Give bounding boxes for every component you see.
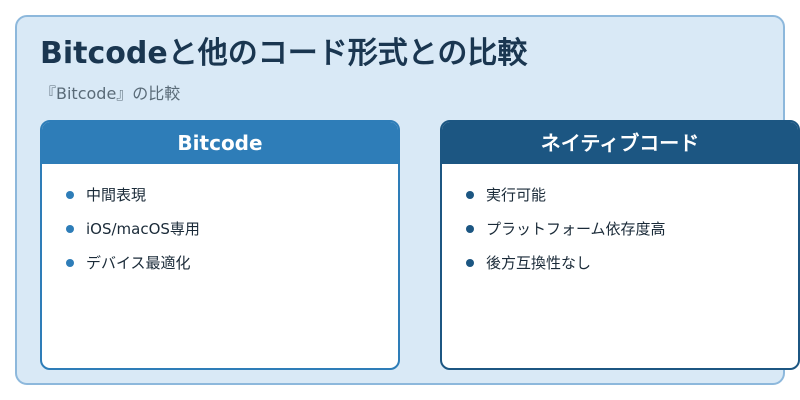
bitcode-feature-label: iOS/macOS専用 — [86, 220, 200, 238]
bitcode-feature-label: 中間表現 — [86, 186, 147, 204]
native-code-feature-list: 実行可能 プラットフォーム依存度高 後方互換性なし — [442, 164, 798, 286]
diagram-title: Bitcodeと他のコード形式との比較 — [40, 36, 528, 71]
bullet-dot-icon — [66, 191, 74, 199]
bitcode-card: Bitcode 中間表現 iOS/macOS専用 デバイス最適化 — [40, 120, 400, 370]
native-code-feature-item: 後方互換性なし — [442, 252, 798, 286]
native-code-feature-item: 実行可能 — [442, 184, 798, 218]
native-code-feature-label: 実行可能 — [486, 186, 547, 204]
bullet-dot-icon — [66, 259, 74, 267]
bullet-dot-icon — [466, 259, 474, 267]
bitcode-feature-list: 中間表現 iOS/macOS専用 デバイス最適化 — [42, 164, 398, 286]
bullet-dot-icon — [66, 225, 74, 233]
bullet-dot-icon — [466, 191, 474, 199]
native-code-feature-label: プラットフォーム依存度高 — [486, 220, 666, 238]
bitcode-feature-label: デバイス最適化 — [86, 254, 191, 272]
native-code-card: ネイティブコード 実行可能 プラットフォーム依存度高 後方互換性なし — [440, 120, 800, 370]
native-code-feature-label: 後方互換性なし — [486, 254, 592, 272]
bitcode-feature-item: デバイス最適化 — [42, 252, 398, 286]
bitcode-feature-item: iOS/macOS専用 — [42, 218, 398, 252]
bullet-dot-icon — [466, 225, 474, 233]
bitcode-feature-item: 中間表現 — [42, 184, 398, 218]
diagram-subtitle: 『Bitcode』の比較 — [40, 84, 181, 103]
native-code-feature-item: プラットフォーム依存度高 — [442, 218, 798, 252]
native-code-card-header: ネイティブコード — [442, 122, 798, 164]
bitcode-card-header: Bitcode — [42, 122, 398, 164]
